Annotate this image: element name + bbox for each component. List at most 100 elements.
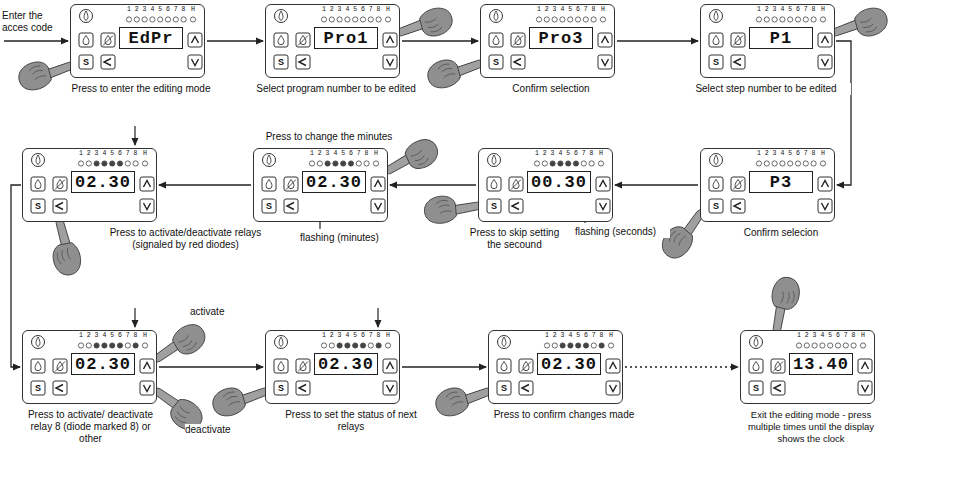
relay-numbers: 1 2 3 4 5 6 7 8 (757, 150, 816, 158)
relay-led (788, 161, 793, 166)
display-readout: Pro3 (529, 27, 593, 49)
keypad-button (31, 359, 45, 373)
drop-icon (491, 180, 497, 189)
keypad-button (487, 199, 501, 213)
up-chevron (387, 37, 394, 44)
drop-icon (713, 36, 719, 45)
relay-led (337, 343, 342, 348)
relay-numbers: 1 2 3 4 5 6 7 8 (545, 332, 604, 340)
step-caption: Press to skip setting the secound (467, 227, 562, 251)
flame-icon (714, 11, 718, 21)
burner-icon (750, 336, 763, 349)
controller-panel: P31 2 3 4 5 6 7 8HSConfirm selecion (700, 148, 835, 222)
h-led (608, 343, 613, 348)
s-button-label: S (749, 381, 763, 395)
relay-numbers: 1 2 3 4 5 6 7 8 (322, 332, 381, 340)
relay-led (843, 343, 848, 348)
pointing-hand (766, 275, 802, 335)
entry-arrow (4, 40, 68, 41)
relay-led (583, 343, 588, 348)
keypad-button (818, 33, 832, 47)
controller-panel: Pro11 2 3 4 5 6 7 8HSSelect program numb… (265, 4, 400, 78)
left-chevron (774, 385, 781, 392)
relay-led (772, 161, 777, 166)
keypad-button (749, 381, 763, 395)
keypad-button (818, 199, 832, 213)
h-indicator-label: H (191, 6, 195, 14)
keypad-button (262, 177, 276, 191)
s-button-label: S (274, 55, 288, 69)
relay-led (756, 161, 761, 166)
flow-arrow (207, 40, 263, 41)
left-chevron (734, 59, 741, 66)
h-indicator-label: H (861, 332, 865, 340)
relay-led (376, 343, 381, 348)
relay-led (558, 161, 563, 166)
s-button-label: S (709, 55, 723, 69)
relay-led (360, 17, 365, 22)
up-chevron (862, 363, 869, 370)
cross-stroke (521, 362, 531, 372)
burner-icon (498, 336, 511, 349)
relay-led (321, 17, 326, 22)
h-indicator-label: H (386, 332, 390, 340)
s-button-label: S (262, 199, 276, 213)
keypad-button (31, 199, 45, 213)
up-chevron (144, 363, 151, 370)
down-chevron (822, 59, 829, 66)
keypad-button (497, 359, 511, 373)
keypad-button (101, 33, 115, 47)
relay-led (780, 17, 785, 22)
relay-led (795, 161, 800, 166)
keypad-button (383, 381, 397, 395)
relay-led (788, 17, 793, 22)
cross-stroke (55, 180, 65, 190)
h-indicator-label: H (821, 150, 825, 158)
s-button-label: S (489, 55, 503, 69)
keypad-button (274, 359, 288, 373)
relay-led (353, 343, 358, 348)
step-caption: Select program number to be edited (246, 83, 426, 95)
keypad-button (511, 55, 525, 69)
keypad-button (606, 359, 620, 373)
keypad-button (731, 33, 745, 47)
drop-icon (278, 362, 284, 371)
keypad-button (489, 33, 503, 47)
relay-led (317, 161, 322, 166)
keypad-button (53, 359, 67, 373)
keypad-button (383, 359, 397, 373)
cross-stroke (55, 362, 65, 372)
keypad-button (598, 33, 612, 47)
keypad-button (101, 55, 115, 69)
flame-icon (279, 337, 283, 347)
down-chevron (602, 59, 609, 66)
pointer-arrow (377, 308, 378, 327)
relay-led (368, 17, 373, 22)
relay-led (150, 17, 155, 22)
cross-stroke (511, 180, 521, 190)
keypad-button (296, 55, 310, 69)
burner-icon (32, 336, 45, 349)
relay-led (364, 161, 369, 166)
left-chevron (514, 59, 521, 66)
relay-led (94, 343, 99, 348)
keypad-button (53, 177, 67, 191)
relay-led (125, 343, 130, 348)
pointer-arrow (134, 308, 135, 327)
keypad-button (140, 381, 154, 395)
relay-numbers: 1 2 3 4 5 6 7 8 (79, 332, 138, 340)
keypad-button (383, 33, 397, 47)
relay-led (552, 17, 557, 22)
up-chevron (822, 181, 829, 188)
keypad-button (79, 55, 93, 69)
relay-led (756, 17, 761, 22)
note-label: activate (190, 306, 250, 318)
keypad-button (31, 381, 45, 395)
relay-led (803, 17, 808, 22)
drop-icon (493, 36, 499, 45)
relay-led (542, 161, 547, 166)
relay-led (78, 343, 83, 348)
drop-icon (83, 36, 89, 45)
h-indicator-label: H (599, 150, 603, 158)
